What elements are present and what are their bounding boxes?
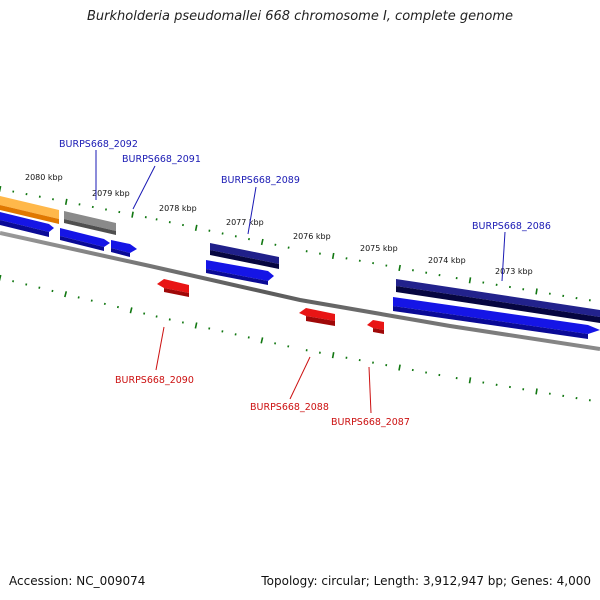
- chromosome-backbone: [0, 231, 600, 351]
- scale-label-2078: 2078 kbp: [159, 204, 197, 213]
- gene-label-2087[interactable]: BURPS668_2087: [331, 417, 410, 428]
- inner-minor-tick: [51, 289, 54, 293]
- inner-minor-tick: [247, 336, 250, 339]
- outer-major-tick: [260, 238, 264, 246]
- inner-minor-tick: [77, 296, 80, 299]
- inner-major-tick: [331, 352, 335, 359]
- accession-text: Accession: NC_009074: [9, 574, 146, 588]
- inner-major-tick: [64, 291, 68, 298]
- gene-label-2086[interactable]: BURPS668_2086: [472, 221, 551, 232]
- inner-minor-tick: [168, 318, 171, 321]
- inner-major-tick: [194, 322, 198, 329]
- inner-minor-tick: [90, 299, 93, 302]
- gene-label-2092[interactable]: BURPS668_2092: [59, 139, 138, 150]
- cds-forward-5[interactable]: [393, 297, 600, 339]
- outer-major-tick: [398, 264, 401, 272]
- cds-forward-1[interactable]: [0, 212, 54, 237]
- outer-major-tick: [535, 288, 538, 295]
- inner-major-tick: [535, 388, 538, 395]
- outer-major-tick: [468, 277, 472, 284]
- genome-summary-text: Topology: circular; Length: 3,912,947 bp…: [261, 574, 591, 588]
- gene-feature-2086[interactable]: [396, 279, 600, 323]
- scale-label-2075: 2075 kbp: [360, 244, 398, 253]
- gene-feature-2089[interactable]: [210, 243, 279, 269]
- cds-forward-4[interactable]: [206, 260, 274, 285]
- gene-label-2090[interactable]: BURPS668_2090: [115, 375, 194, 386]
- cds-reverse-2087[interactable]: [367, 320, 384, 334]
- map-title: Burkholderia pseudomallei 668 chromosome…: [86, 9, 514, 24]
- scale-label-2079: 2079 kbp: [92, 189, 130, 198]
- scale-label-2074: 2074 kbp: [428, 256, 466, 265]
- forward-label-leaders: [95, 150, 506, 282]
- cds-forward-2[interactable]: [60, 228, 110, 251]
- outer-major-tick: [331, 252, 335, 260]
- scale-label-2080: 2080 kbp: [25, 173, 63, 182]
- inner-major-tick: [398, 364, 401, 371]
- cds-reverse-2088[interactable]: [299, 308, 335, 326]
- scale-label-2077: 2077 kbp: [226, 218, 264, 227]
- outer-major-tick: [194, 224, 198, 231]
- inner-minor-tick: [208, 327, 211, 330]
- inner-minor-tick: [103, 302, 106, 306]
- outer-major-tick: [131, 211, 134, 218]
- scale-label-2073: 2073 kbp: [495, 267, 533, 276]
- inner-tick-track: [0, 274, 591, 402]
- outer-tick-track: [0, 185, 591, 302]
- scale-label-2076: 2076 kbp: [293, 232, 331, 241]
- inner-major-tick: [468, 377, 472, 384]
- inner-minor-tick: [38, 286, 41, 289]
- inner-minor-tick: [287, 345, 290, 348]
- gene-label-2089[interactable]: BURPS668_2089: [221, 175, 300, 186]
- reverse-label-leaders: [155, 326, 372, 414]
- gene-feature-orange[interactable]: [0, 196, 59, 224]
- inner-major-tick: [129, 307, 133, 314]
- cds-forward-3[interactable]: [111, 240, 137, 257]
- gene-feature-gray[interactable]: [64, 211, 116, 235]
- inner-major-tick: [0, 274, 2, 282]
- inner-minor-tick: [25, 283, 28, 286]
- cds-reverse-2090[interactable]: [157, 279, 189, 297]
- inner-major-tick: [260, 337, 264, 344]
- inner-minor-tick: [143, 312, 146, 315]
- inner-minor-tick: [116, 305, 119, 309]
- outer-major-tick: [0, 185, 2, 193]
- outer-major-tick: [64, 198, 68, 205]
- gene-label-2091[interactable]: BURPS668_2091: [122, 154, 201, 165]
- gene-label-2088[interactable]: BURPS668_2088: [250, 402, 329, 413]
